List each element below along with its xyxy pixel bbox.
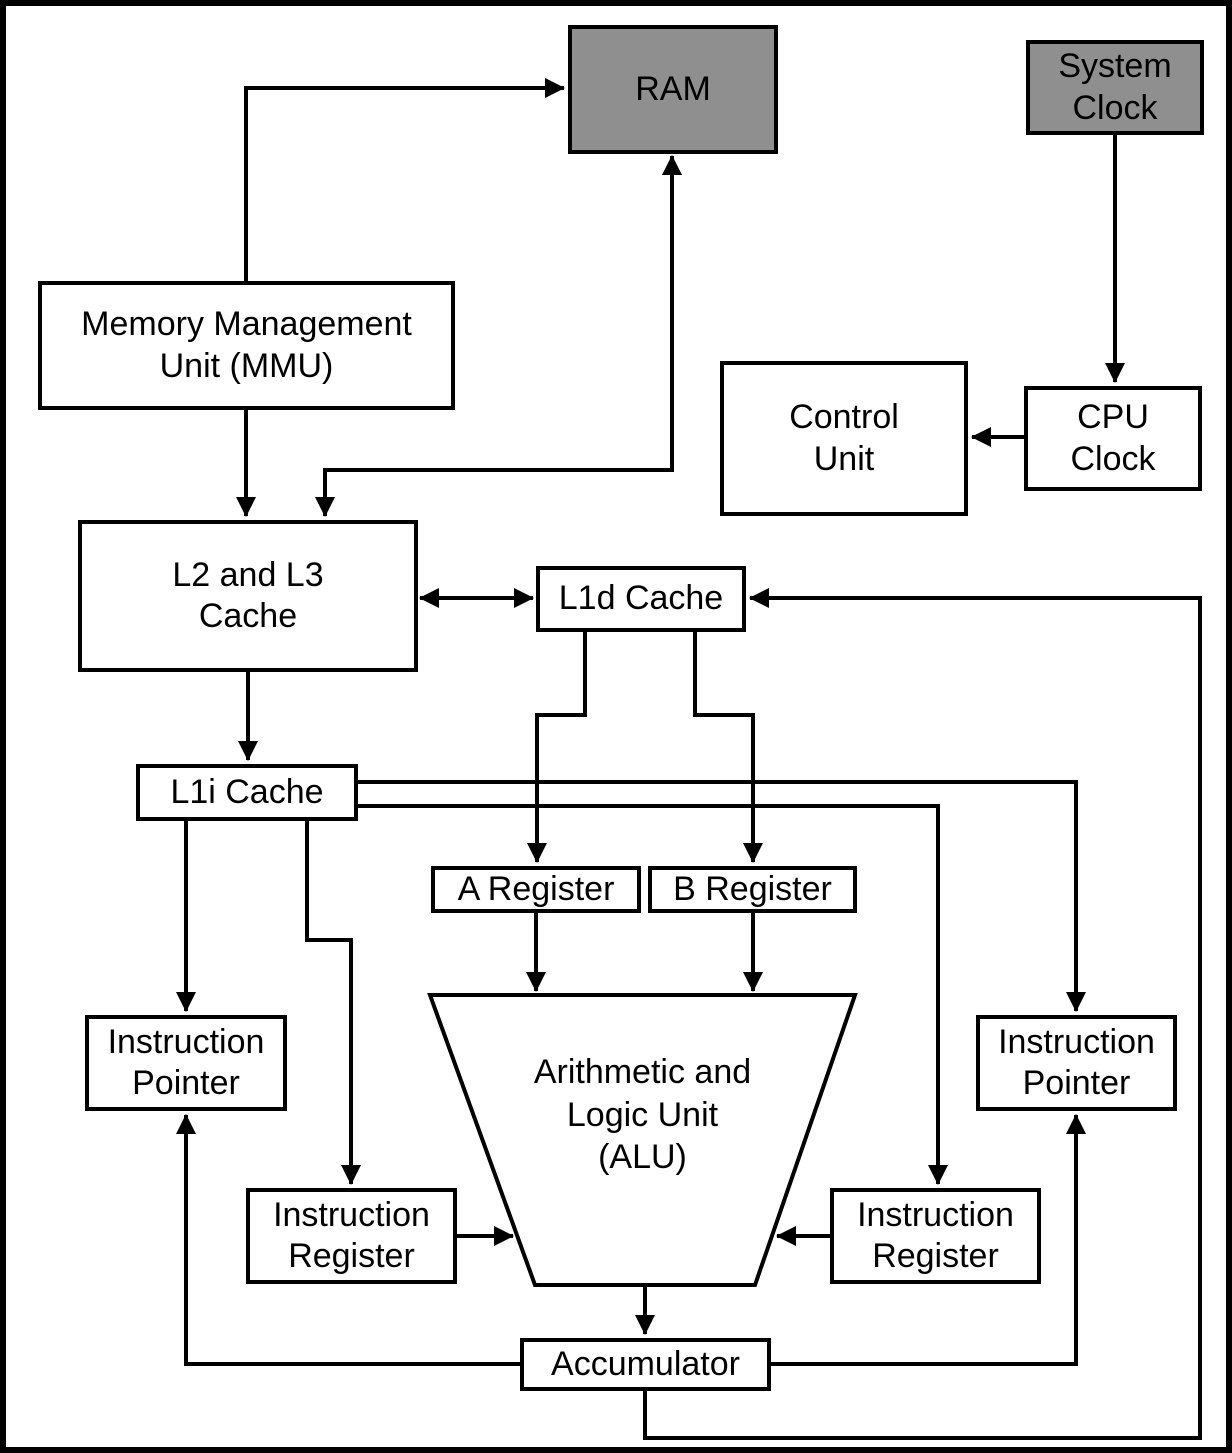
node-instruction-pointer-right: Instruction Pointer	[976, 1015, 1177, 1111]
arrow-mmu-ram	[244, 78, 565, 281]
arrow-l1d-cache-a-register	[527, 632, 587, 863]
arrow-accumulator-instruction-pointer-right	[771, 1114, 1086, 1366]
node-b-register: B Register	[648, 866, 857, 913]
node-control-unit: Control Unit	[720, 361, 968, 516]
arrow-l1i-cache-instruction-register-left	[305, 821, 361, 1185]
node-l1i-cache: L1i Cache	[136, 764, 358, 821]
node-l1d-cache: L1d Cache	[536, 566, 746, 632]
node-system-clock: System Clock	[1026, 40, 1204, 135]
arrow-accumulator-instruction-pointer-left	[176, 1114, 520, 1366]
node-l2-l3-cache: L2 and L3 Cache	[78, 520, 418, 672]
node-accumulator: Accumulator	[520, 1338, 771, 1391]
node-instruction-register-right: Instruction Register	[830, 1188, 1041, 1284]
arrow-l1d-cache-b-register	[693, 632, 763, 863]
node-a-register: A Register	[431, 866, 641, 913]
arrow-l2l3-cache-ram-bidirectional	[315, 155, 682, 517]
node-instruction-register-left: Instruction Register	[246, 1188, 457, 1284]
arrow-accumulator-l1d-cache-feedback	[643, 588, 1202, 1440]
alu-trapezoid-shape	[427, 993, 858, 1287]
node-ram: RAM	[568, 25, 778, 154]
node-cpu-clock: CPU Clock	[1024, 386, 1202, 491]
arrow-l1i-cache-instruction-pointer-right	[358, 780, 1086, 1012]
node-instruction-pointer-left: Instruction Pointer	[85, 1015, 287, 1111]
arrow-l1i-cache-instruction-register-right	[358, 804, 948, 1185]
node-mmu: Memory Management Unit (MMU)	[38, 281, 455, 410]
